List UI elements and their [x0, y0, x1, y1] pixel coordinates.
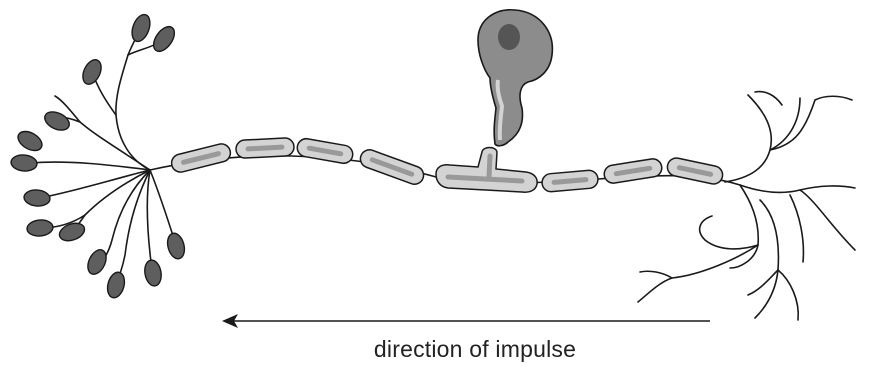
nucleus — [498, 24, 520, 50]
axon-terminal-bulbs — [10, 12, 187, 300]
impulse-caption: direction of impulse — [330, 336, 620, 363]
dendrites — [638, 92, 855, 320]
axon-terminal-branches — [30, 30, 175, 288]
impulse-arrow — [222, 314, 710, 328]
t-junction-sheath — [436, 148, 537, 193]
cell-body — [478, 10, 552, 146]
